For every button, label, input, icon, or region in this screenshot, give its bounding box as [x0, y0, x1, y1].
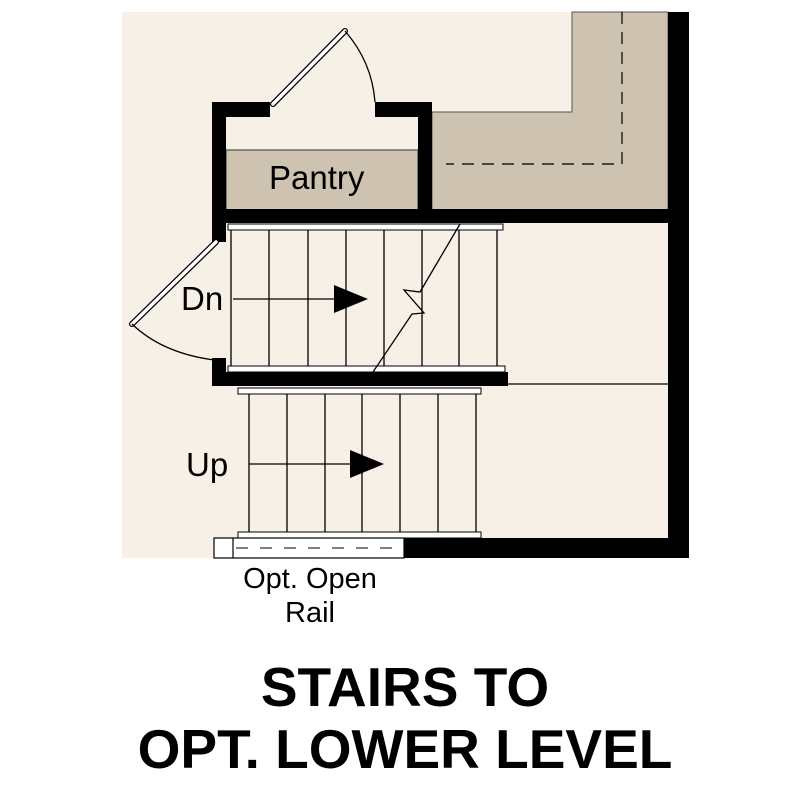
- plan-title: STAIRS TO OPT. LOWER LEVEL: [0, 656, 810, 780]
- up-arrow-icon: [350, 450, 384, 478]
- rail-note: Opt. Open Rail: [210, 562, 410, 630]
- rail-note-line2: Rail: [285, 597, 335, 629]
- exterior-wall-right: [668, 12, 689, 558]
- room-label-pantry: Pantry: [269, 159, 365, 196]
- plan-title-line1: STAIRS TO: [260, 656, 550, 718]
- stair-break-line: [372, 223, 461, 373]
- pantry-door-swing: [344, 30, 376, 103]
- wall-mid: [212, 372, 508, 386]
- stair-wall-left-top: [212, 222, 226, 242]
- stair-door-swing: [131, 323, 215, 361]
- pantry-wall-left: [212, 102, 226, 225]
- pantry-wall-right: [418, 102, 432, 222]
- stair-down: [227, 223, 506, 373]
- pantry-wall-top-right: [375, 102, 432, 117]
- rail-note-line1: Opt. Open: [243, 563, 377, 595]
- stair-label-up: Up: [186, 446, 229, 483]
- wall-bottom: [404, 538, 689, 558]
- counter-edge-dashed: [446, 12, 623, 165]
- optional-open-rail: [213, 537, 405, 559]
- plan-title-line2: OPT. LOWER LEVEL: [137, 718, 673, 780]
- wall-pantry-stair: [212, 209, 668, 223]
- stair-up: [237, 387, 482, 539]
- pantry-wall-top-left: [212, 102, 270, 117]
- stair-label-down: Dn: [181, 280, 224, 317]
- down-arrow-icon: [334, 285, 368, 313]
